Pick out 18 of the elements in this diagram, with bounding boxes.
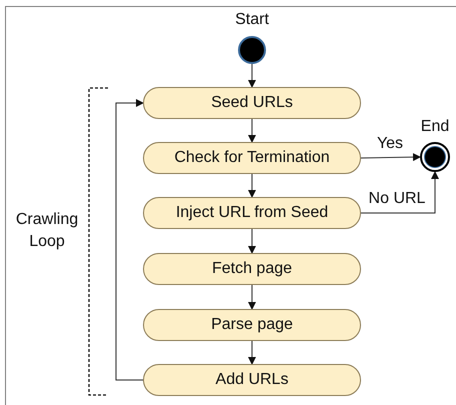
node-caption: End [420,117,450,137]
process-box: Inject URL from Seed [143,197,361,229]
process-box: Parse page [143,309,361,341]
arrow [248,228,256,254]
process-box: Add URLs [143,364,361,396]
arrow [248,64,256,88]
arrow [248,284,256,310]
process-box: Fetch page [143,253,361,285]
arrow [116,99,144,380]
arrow [248,340,256,365]
bracket-label: Crawling Loop [14,210,80,252]
process-box: Check for Termination [143,142,361,174]
process-box: Seed URLs [143,87,361,119]
arrow [360,171,439,214]
node-caption: Start [235,10,269,30]
arrow [248,118,256,143]
arrow [248,174,256,198]
arrow [360,153,421,162]
